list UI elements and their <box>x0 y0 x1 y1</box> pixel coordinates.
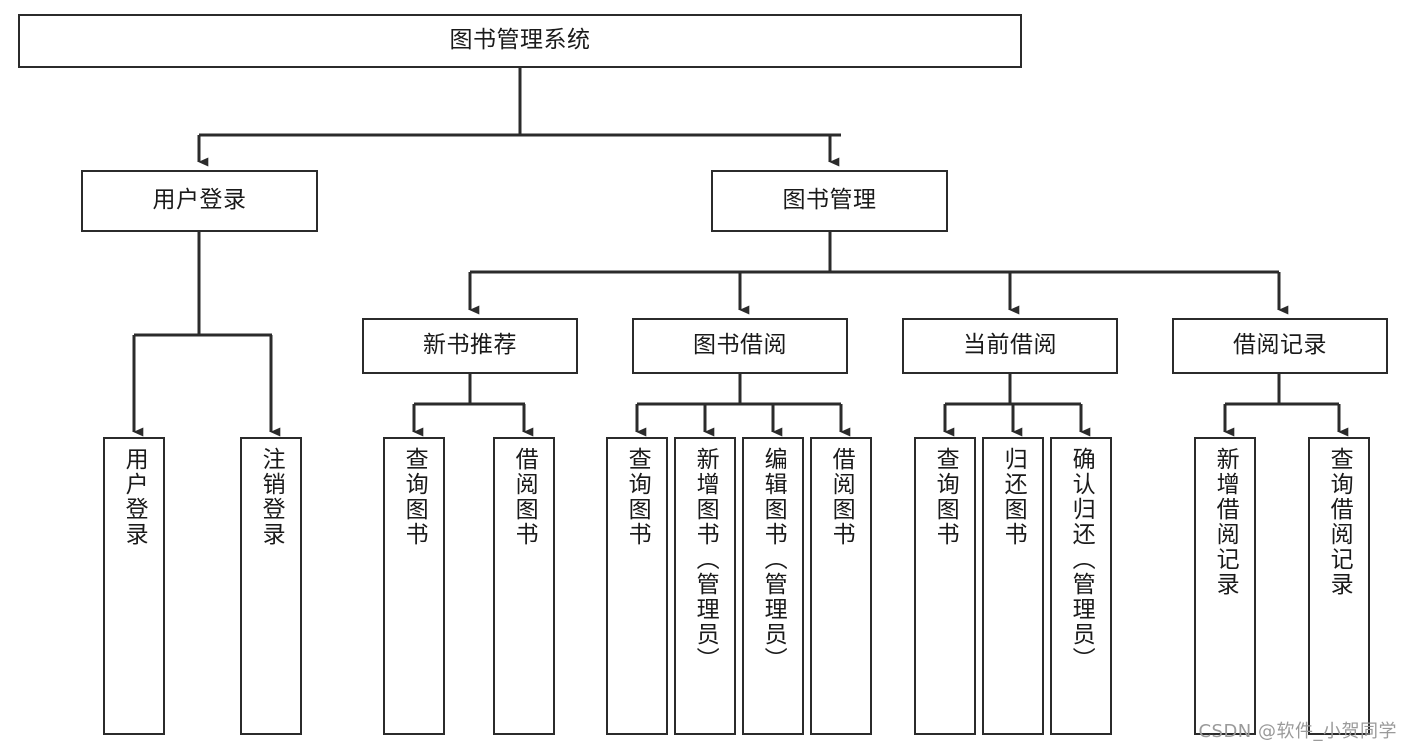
node-root[interactable]: 图书管理系统 <box>18 14 1022 68</box>
node-leaf-current-query-book[interactable]: 查询图书 <box>914 437 976 735</box>
node-leaf-record-query-label: 查询借阅记录 <box>1326 447 1353 597</box>
node-leaf-borrow-add-book-label: 新增图书（管理员） <box>692 447 719 672</box>
csdn-watermark: CSDN @软件_小贺同学 <box>1198 721 1397 742</box>
node-leaf-borrow-query-book[interactable]: 查询图书 <box>606 437 668 735</box>
node-leaf-borrow-borrow-book[interactable]: 借阅图书 <box>810 437 872 735</box>
node-leaf-user-login-label: 用户登录 <box>121 447 148 547</box>
node-leaf-newrec-borrow-book[interactable]: 借阅图书 <box>493 437 555 735</box>
node-leaf-record-add-label: 新增借阅记录 <box>1212 447 1239 597</box>
node-leaf-current-confirm-return-label: 确认归还（管理员） <box>1068 447 1095 672</box>
node-borrow-record-label: 借阅记录 <box>1233 332 1327 359</box>
node-current-borrow[interactable]: 当前借阅 <box>902 318 1118 374</box>
node-book-manage[interactable]: 图书管理 <box>711 170 948 232</box>
node-leaf-newrec-borrow-book-label: 借阅图书 <box>511 447 538 547</box>
node-book-borrow-label: 图书借阅 <box>693 332 787 359</box>
node-user-login-label: 用户登录 <box>152 187 247 214</box>
node-leaf-user-login[interactable]: 用户登录 <box>103 437 165 735</box>
node-leaf-record-add[interactable]: 新增借阅记录 <box>1194 437 1256 735</box>
node-leaf-borrow-query-book-label: 查询图书 <box>624 447 651 547</box>
node-leaf-borrow-edit-book[interactable]: 编辑图书（管理员） <box>742 437 804 735</box>
node-root-label: 图书管理系统 <box>449 27 591 54</box>
node-current-borrow-label: 当前借阅 <box>963 332 1057 359</box>
node-book-manage-label: 图书管理 <box>782 187 877 214</box>
node-new-book-rec[interactable]: 新书推荐 <box>362 318 578 374</box>
node-leaf-current-query-book-label: 查询图书 <box>932 447 959 547</box>
node-leaf-borrow-edit-book-label: 编辑图书（管理员） <box>760 447 787 672</box>
node-book-borrow[interactable]: 图书借阅 <box>632 318 848 374</box>
node-leaf-borrow-borrow-book-label: 借阅图书 <box>828 447 855 547</box>
node-borrow-record[interactable]: 借阅记录 <box>1172 318 1388 374</box>
node-new-book-rec-label: 新书推荐 <box>423 332 517 359</box>
node-user-login[interactable]: 用户登录 <box>81 170 318 232</box>
node-leaf-record-query[interactable]: 查询借阅记录 <box>1308 437 1370 735</box>
node-leaf-newrec-query-book[interactable]: 查询图书 <box>383 437 445 735</box>
node-leaf-current-return-book-label: 归还图书 <box>1000 447 1027 547</box>
node-leaf-newrec-query-book-label: 查询图书 <box>401 447 428 547</box>
node-leaf-logout-login-label: 注销登录 <box>258 447 285 547</box>
node-leaf-current-return-book[interactable]: 归还图书 <box>982 437 1044 735</box>
node-leaf-current-confirm-return[interactable]: 确认归还（管理员） <box>1050 437 1112 735</box>
node-leaf-logout-login[interactable]: 注销登录 <box>240 437 302 735</box>
node-leaf-borrow-add-book[interactable]: 新增图书（管理员） <box>674 437 736 735</box>
